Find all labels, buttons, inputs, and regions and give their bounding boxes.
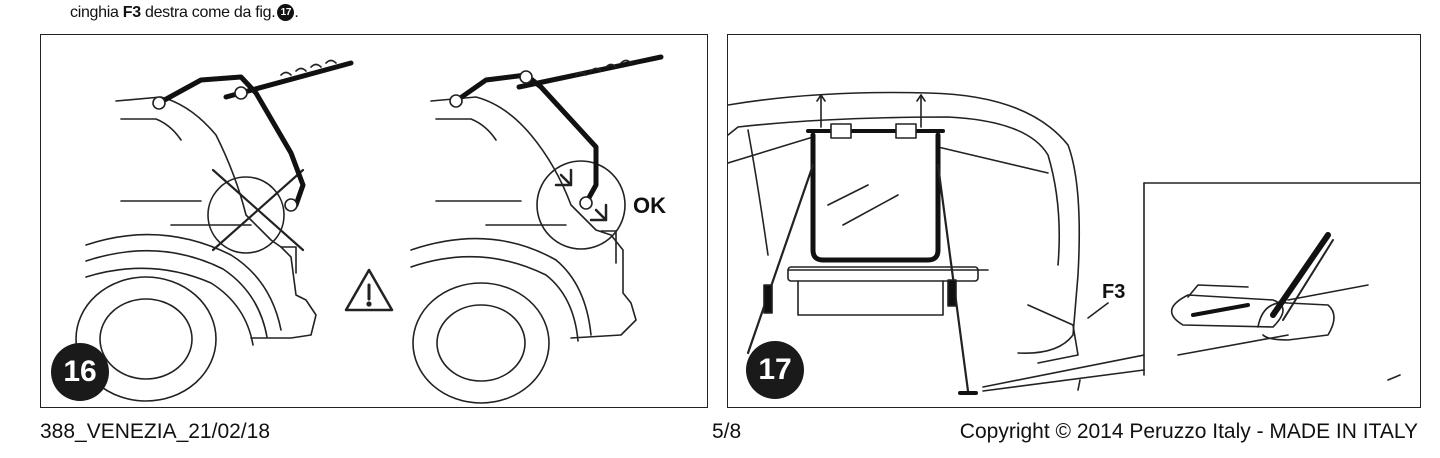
car-rear-drawing: [728, 91, 1081, 364]
warning-icon: [344, 268, 394, 312]
caption-end: .: [294, 4, 299, 21]
figure-number-badge: 16: [51, 343, 109, 401]
figure-ref-badge: 17: [277, 4, 295, 22]
strap-detail-inset: [982, 182, 1420, 392]
page-number: 5/8: [712, 420, 742, 443]
rack-right-drawing: [449, 54, 664, 222]
rack-rear-drawing: [746, 94, 978, 395]
rack-left-drawing: [152, 59, 354, 212]
car-right-drawing: [410, 96, 637, 404]
copyright-notice: Copyright © 2014 Peruzzo Italy - MADE IN…: [959, 420, 1418, 443]
figure-16-illustration: [75, 54, 664, 404]
car-left-drawing: [75, 96, 317, 402]
caption-text: cinghia: [70, 4, 123, 21]
ok-label: OK: [633, 193, 666, 218]
figure-17-illustration: [728, 91, 1420, 395]
figure-number-badge: 17: [746, 341, 804, 399]
instruction-caption: cinghia F3 destra come da fig.17.: [70, 4, 299, 22]
doc-code: 388_VENEZIA_21/02/18: [40, 420, 270, 443]
caption-text-2: destra come da fig.: [140, 4, 276, 21]
figure-16-panel: OK 16: [40, 34, 708, 408]
strap-f3-label: F3: [1102, 281, 1126, 303]
caption-code: F3: [122, 4, 141, 21]
figure-17-panel: F3 17: [727, 34, 1421, 408]
